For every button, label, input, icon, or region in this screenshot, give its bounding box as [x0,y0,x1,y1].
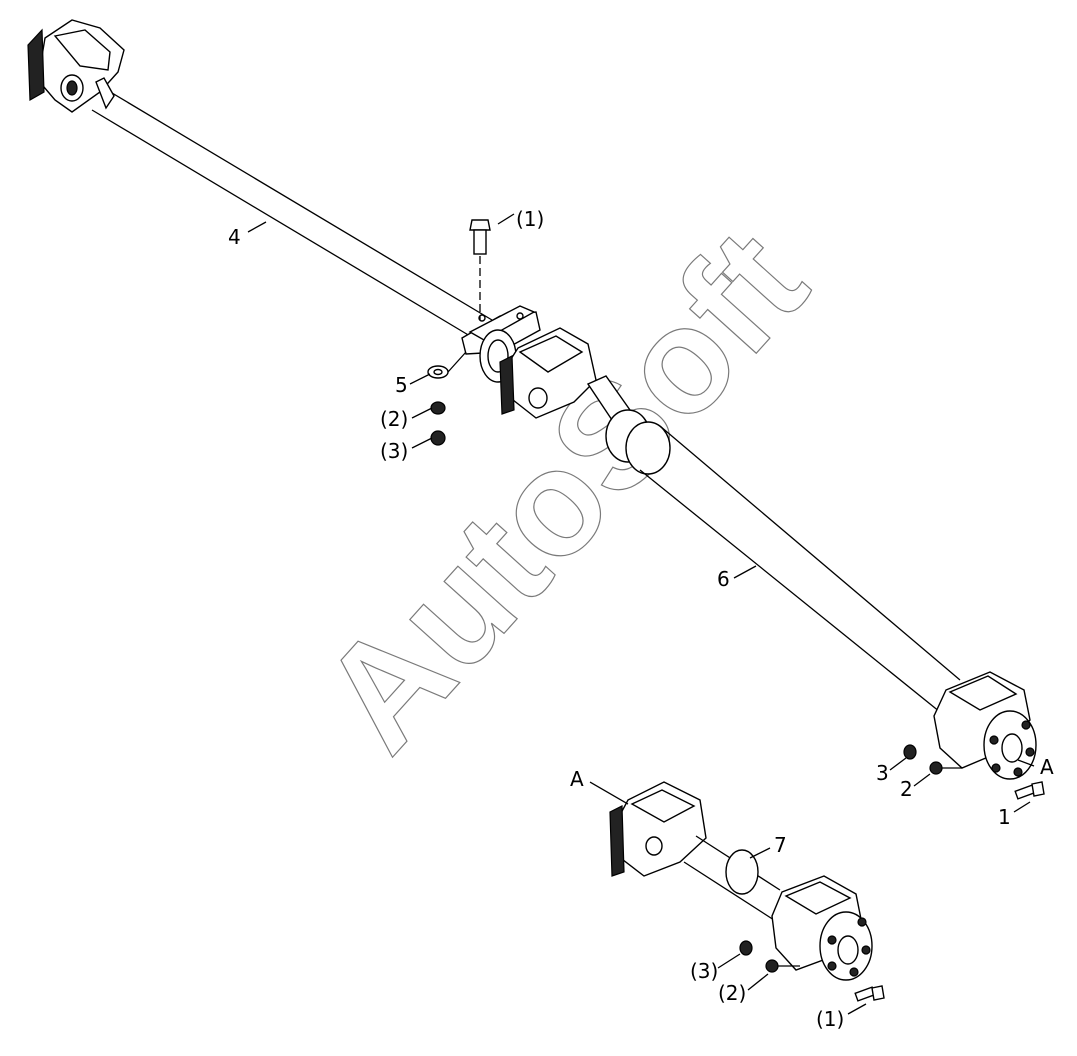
nut-2-left [430,401,446,415]
callout-A-right: A [1040,755,1054,779]
flange-yoke-right [933,671,1037,780]
leader-lines [247,213,1035,1015]
callout-2-left: (2) [380,407,408,431]
callout-1-right: 1 [998,805,1011,829]
callout-3-left: (3) [380,439,408,463]
nut-2-lower [765,959,800,973]
callout-2-right: 2 [900,777,913,801]
nut-2-right [929,761,962,775]
nut-3-left [430,430,446,446]
callout-5: 5 [395,373,408,397]
yoke-left [27,19,125,113]
callout-1-top: (1) [516,207,544,231]
callout-1-lower: (1) [816,1007,844,1031]
callout-3-right: 3 [876,761,889,785]
shaft-6 [586,375,961,713]
callout-labels: (1) 4 5 (2) (3) 6 3 2 A 1 A 7 (3) (2) (1… [228,207,1054,1031]
watermark-text: AutoSoft [289,199,837,782]
callout-2-lower: (2) [718,981,746,1005]
bolt-top [469,219,491,320]
callout-3-lower: (3) [690,959,718,983]
callout-4: 4 [228,225,241,249]
washer-5 [427,351,467,379]
watermark: AutoSoft [288,198,838,782]
bolt-lower [854,985,885,1002]
callout-6: 6 [717,567,730,591]
shaft-7-assembly [609,781,873,981]
callout-7: 7 [774,833,787,857]
nut-3-lower [739,940,753,956]
shaft-4 [91,86,493,337]
yoke-middle [499,327,597,419]
callout-A-lower: A [570,767,584,791]
bolt-right [1014,781,1045,800]
nut-3-right [903,744,917,760]
